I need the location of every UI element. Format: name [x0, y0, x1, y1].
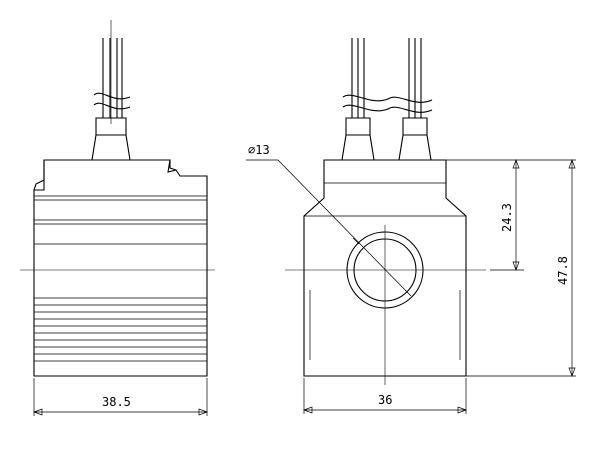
- front-side-ribs: [309, 290, 461, 360]
- front-top-collar: [304, 182, 466, 217]
- front-wire-break: [342, 94, 433, 113]
- side-width-dimension-label: 38.5: [102, 395, 131, 409]
- front-cable-glands: [341, 117, 432, 161]
- side-ribs: [34, 297, 207, 362]
- side-body-bands: [34, 195, 207, 245]
- side-wire-break: [93, 92, 131, 110]
- overall-height-dimension-line: [466, 159, 576, 377]
- hole-diameter-label: ∅13: [248, 143, 270, 157]
- front-width-dimension-line: [303, 378, 467, 414]
- hole-height-dimension-line: [446, 159, 524, 271]
- front-centerlines: [285, 225, 486, 385]
- side-flange-notch: [33, 160, 177, 191]
- side-view: 38.5: [20, 20, 215, 416]
- front-view: ∅13 36 24.3 47.8: [246, 38, 576, 414]
- hole-height-dimension-label: 24.3: [500, 203, 514, 232]
- side-lead-wires: [102, 38, 123, 118]
- hole-diameter-leader: [246, 159, 412, 297]
- side-cable-gland: [91, 117, 131, 161]
- front-width-dimension-label: 36: [378, 393, 392, 407]
- side-body-outline: [33, 159, 208, 377]
- side-width-dimension-line: [33, 378, 208, 416]
- front-lead-wires: [351, 38, 422, 118]
- side-centerline: [20, 20, 215, 271]
- overall-height-dimension-label: 47.8: [556, 256, 570, 285]
